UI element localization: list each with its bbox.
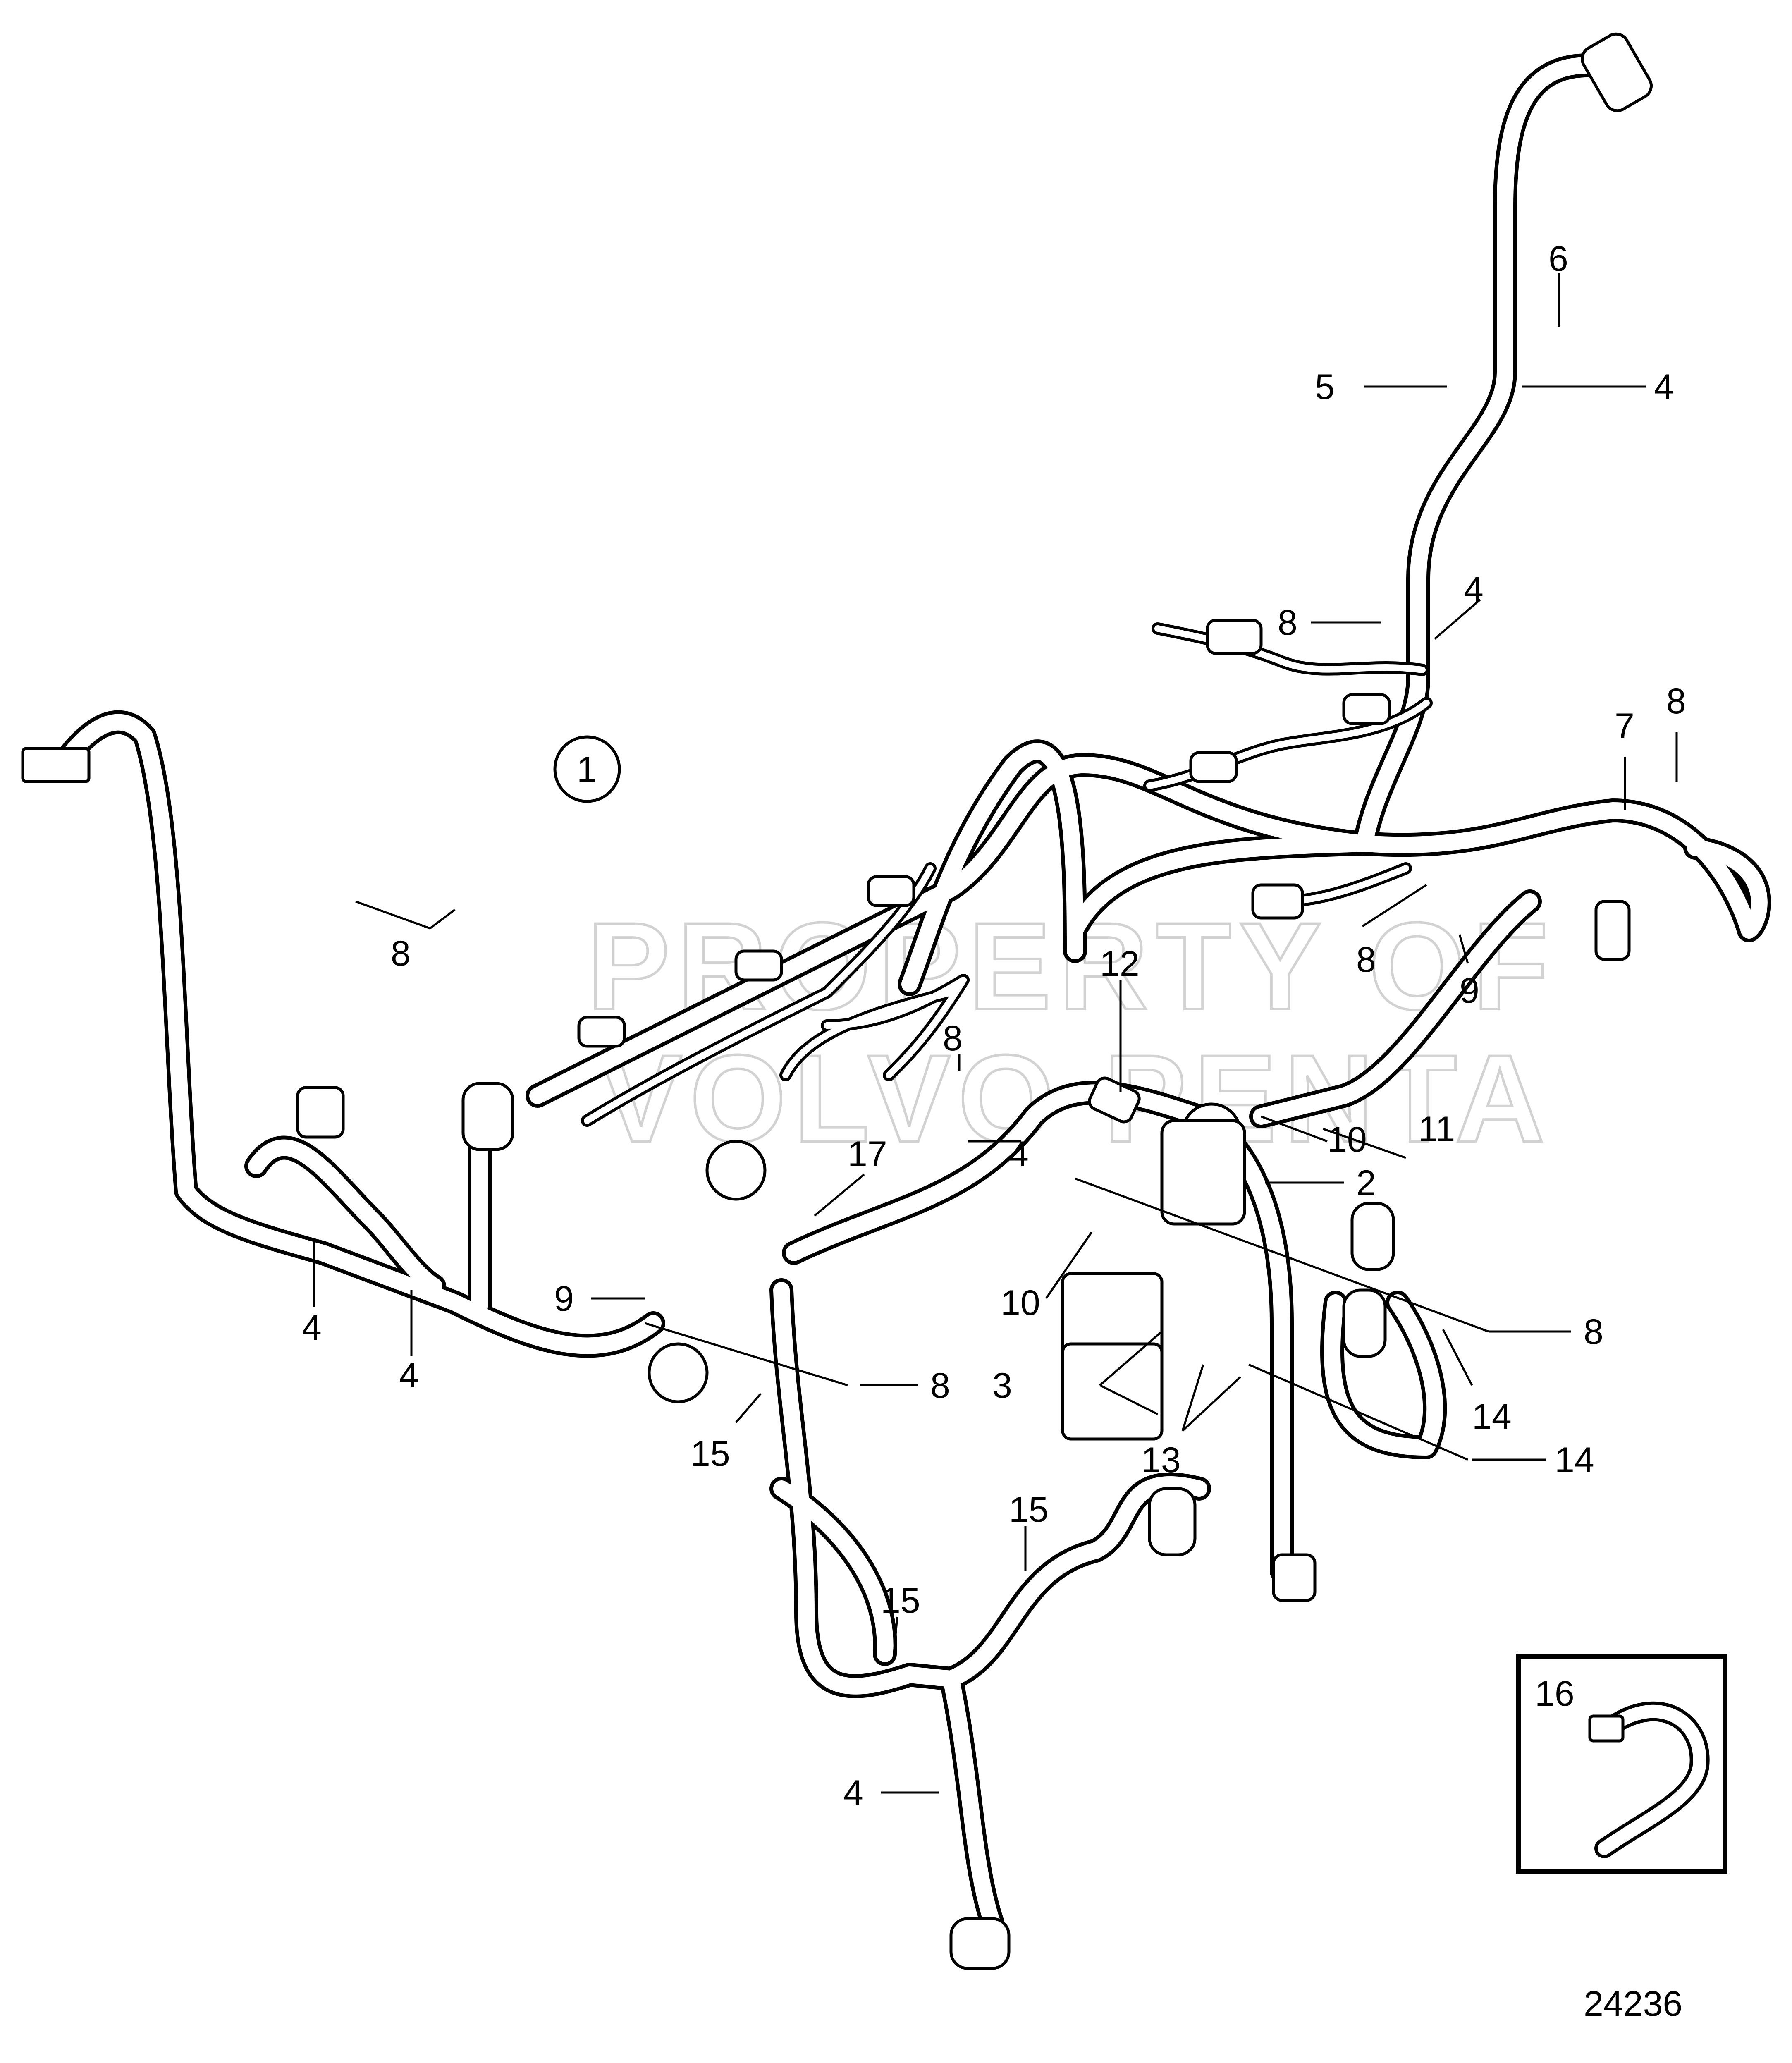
callout-7: 7 — [1615, 706, 1634, 746]
callout-15-mid: 15 — [881, 1581, 920, 1621]
connector-bottom-mid — [1272, 1553, 1317, 1602]
callout-9-left: 9 — [554, 1279, 574, 1319]
callout-6: 6 — [1548, 239, 1568, 279]
callout-8-lower: 8 — [930, 1366, 950, 1406]
connector-sensor-d — [867, 875, 915, 907]
callout-8-mid: 8 — [1278, 603, 1297, 643]
connector-right-1 — [1350, 1202, 1395, 1271]
leader-lines — [313, 273, 1678, 1794]
callout-8-center: 8 — [1356, 940, 1376, 980]
connector-sensor-f — [577, 1016, 626, 1048]
callout-11: 11 — [1418, 1109, 1455, 1149]
connector-round-left — [648, 1342, 709, 1403]
connector-lower-right — [1148, 1487, 1197, 1556]
callout-4-left-1: 4 — [302, 1308, 322, 1348]
callout-3: 3 — [992, 1366, 1012, 1406]
callout-10-upper: 10 — [1327, 1120, 1367, 1159]
connector-sensor-e — [734, 949, 783, 982]
callout-5: 5 — [1315, 367, 1335, 407]
connector-sensor-b — [1342, 693, 1391, 725]
connector-top-right — [1581, 32, 1653, 112]
callout-14-a: 14 — [1472, 1397, 1512, 1437]
harness-components — [21, 32, 1653, 1970]
callout-17: 17 — [848, 1134, 887, 1174]
connector-right-2 — [1342, 1288, 1387, 1358]
callout-8-small: 8 — [943, 1018, 963, 1058]
callout-4-top: 4 — [1654, 367, 1674, 407]
harness-left-main — [50, 710, 665, 1358]
callout-4-center: 4 — [1009, 1134, 1029, 1174]
connector-sensor-c — [1189, 751, 1238, 783]
assembly-number: 1 — [577, 750, 597, 789]
callout-15-top: 15 — [1009, 1490, 1049, 1530]
callout-4-mid: 4 — [1464, 570, 1484, 610]
callout-labels: 6 5 4 8 4 7 8 8 9 8 12 8 10 11 4 2 17 9 … — [302, 239, 1686, 2024]
assembly-circle — [553, 735, 621, 803]
connector-round-mid — [705, 1140, 767, 1201]
connector-left-end — [21, 747, 91, 783]
callout-8-right: 8 — [1666, 681, 1686, 721]
connector-sensor-a — [1206, 619, 1263, 655]
connector-elbow — [461, 1082, 514, 1151]
figure-number: 24236 — [1584, 1984, 1682, 2024]
connector-bottom — [949, 1917, 1011, 1970]
callout-8-far-right: 8 — [1584, 1312, 1603, 1352]
detail-inset — [1516, 1654, 1727, 1874]
callout-13: 13 — [1141, 1440, 1181, 1480]
callout-14-b: 14 — [1555, 1440, 1594, 1480]
callout-10-lower: 10 — [1001, 1283, 1040, 1323]
relay-block — [1160, 1119, 1246, 1226]
callout-4-bottom: 4 — [843, 1773, 863, 1813]
connector-upper-left — [296, 1086, 345, 1139]
callout-12: 12 — [1100, 944, 1140, 984]
callout-16: 16 — [1535, 1674, 1575, 1714]
connector-right-sensor — [1594, 900, 1631, 961]
callout-15-left: 15 — [691, 1434, 730, 1474]
connector-side — [1251, 883, 1304, 920]
harness-cables — [50, 53, 1771, 1935]
callout-8-left: 8 — [391, 934, 411, 973]
callout-4-left-2: 4 — [399, 1355, 419, 1395]
callout-2: 2 — [1356, 1163, 1376, 1203]
callout-9-right: 9 — [1460, 971, 1479, 1011]
